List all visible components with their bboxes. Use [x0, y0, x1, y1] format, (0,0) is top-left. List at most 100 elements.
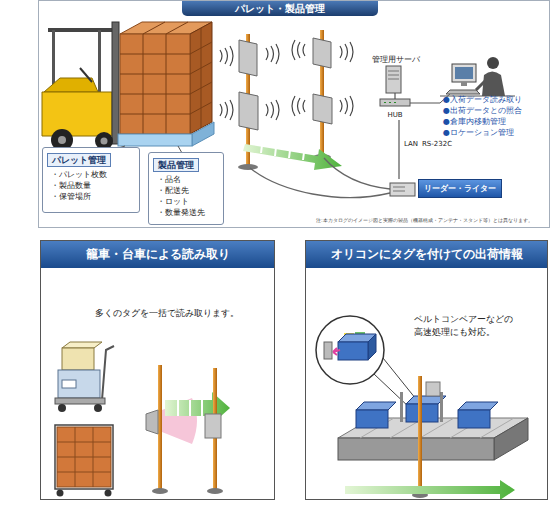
server-and-terminal [487, 57, 499, 69]
hand-cart [62, 348, 94, 370]
radio-waves [292, 40, 305, 60]
info-box: 製品管理・品名 ・配送先 ・ロット ・数量発送先 [148, 152, 224, 225]
hand-cart [102, 346, 114, 400]
server-and-terminal [452, 64, 476, 82]
server-and-terminal [388, 71, 399, 79]
conveyor [345, 480, 515, 500]
feature-panel: 籠車・台車による読み取り多くのタグを一括で読み取ります。 [40, 240, 275, 500]
interface-label: LAN [404, 140, 418, 149]
zoom-callout [316, 316, 420, 408]
panel-header: 籠車・台車による読み取り [41, 241, 274, 268]
antenna-cable [250, 168, 390, 198]
conveyor [458, 402, 498, 410]
pallet-load [120, 34, 190, 134]
forklift [42, 92, 112, 136]
roll-cage [57, 427, 111, 487]
panel-note: ベルトコンベアーなどの 高速処理にも対応。 [414, 313, 526, 339]
conveyor [418, 376, 422, 494]
roll-cage [55, 425, 113, 497]
hand-cart [62, 380, 76, 388]
server-and-terminal [482, 72, 505, 97]
gate-antennas [205, 414, 221, 438]
radio-waves [220, 40, 353, 120]
pallet-load [112, 22, 214, 153]
antenna-stands [238, 164, 258, 170]
forklift [58, 136, 66, 144]
hand-cart [58, 404, 66, 412]
zoom-callout [333, 348, 340, 355]
antenna-stands [239, 40, 257, 76]
hand-cart [58, 370, 100, 398]
forklift [98, 30, 101, 92]
forklift [80, 68, 92, 82]
forklift [101, 138, 108, 145]
server-and-terminal [380, 99, 410, 106]
box-heading: 製品管理 [153, 158, 199, 172]
antenna-cable [250, 158, 390, 198]
roll-cage [105, 490, 112, 497]
server-and-terminal [476, 80, 486, 90]
radio-waves [340, 42, 353, 62]
network-cable [394, 93, 395, 99]
server: 管理用サーバ [372, 55, 430, 93]
server-and-terminal [446, 90, 480, 94]
gate-antennas [178, 400, 202, 416]
server-and-terminal [390, 183, 415, 196]
zoom-callout [368, 334, 376, 360]
gate-antennas [158, 365, 162, 490]
radio-waves [220, 100, 233, 120]
hand-cart [62, 342, 102, 348]
radio-waves [266, 44, 279, 64]
server-and-terminal [384, 102, 396, 103]
antenna-cable [324, 158, 390, 189]
gate-antennas [207, 488, 223, 494]
antenna-stands [313, 38, 331, 68]
gate-antennas [146, 365, 230, 494]
roll-cage [57, 490, 64, 497]
feature-panel: オリコンにタグを付けての出荷情報ベルトコンベアーなどの 高速処理にも対応。 [305, 240, 548, 500]
panel-title: パレット・製品管理 [182, 1, 378, 16]
network-cable [398, 120, 399, 179]
conveyor [338, 438, 494, 460]
antenna-stands [313, 94, 332, 124]
forklift [112, 22, 119, 144]
function-item: ●入荷データ読み取り [443, 95, 522, 105]
panel-note: 多くのタグを一括で読み取ります。 [95, 307, 239, 319]
server-and-terminal [455, 67, 473, 79]
server-and-terminal [461, 82, 467, 86]
movement-arrow [243, 144, 342, 170]
conveyor [356, 410, 388, 428]
box-list: ・パレット枚数 ・製品数量 ・保管場所 [51, 169, 123, 202]
hub: HUB [380, 99, 410, 120]
conveyor [338, 376, 528, 500]
server-and-terminal [386, 66, 401, 93]
radio-waves [220, 46, 233, 66]
hand-cart [55, 342, 114, 412]
hand-cart [55, 398, 105, 404]
radio-waves [266, 100, 279, 120]
conveyor [426, 382, 440, 396]
pallet-load [120, 22, 212, 134]
conveyor [356, 402, 396, 410]
interface-label: RS-232C [422, 140, 452, 149]
zoom-callout [316, 316, 384, 384]
info-box: パレット管理・パレット枚数 ・製品数量 ・保管場所 [42, 147, 140, 213]
reader-writer-label: リーダー・ライター [418, 179, 502, 198]
hand-cart [94, 404, 102, 412]
conveyor [400, 392, 403, 422]
roll-cage [57, 427, 111, 487]
box-heading: パレット管理 [47, 153, 111, 167]
function-item: ●出荷データとの照合 [443, 106, 522, 116]
server-label: 管理用サーバ [372, 55, 430, 65]
function-item: ●倉庫内移動管理 [443, 117, 506, 127]
movement-arrow [243, 144, 342, 170]
server-and-terminal [380, 57, 515, 196]
hub-label: HUB [380, 111, 410, 120]
box-list: ・品名 ・配送先 ・ロット ・数量発送先 [157, 174, 219, 218]
conveyor [494, 418, 528, 460]
zoom-callout [338, 342, 368, 360]
conveyor [458, 410, 490, 428]
footnote: 注:本カタログのイメージ図と実際の製品（機器構成・アンテナ・スタンド等）とは異な… [316, 217, 533, 224]
gate-antennas [152, 488, 168, 494]
